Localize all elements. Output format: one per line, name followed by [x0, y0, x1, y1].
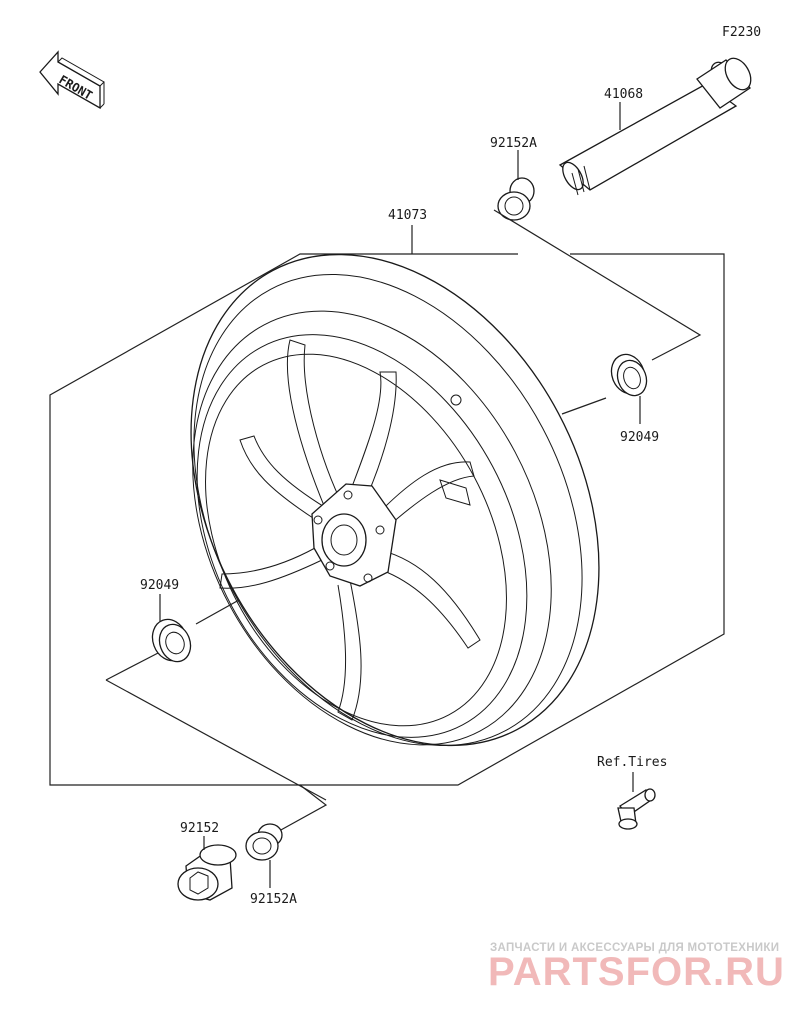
seal-right-part[interactable]: [606, 350, 651, 400]
collar-bottom-number: 92152A: [250, 892, 297, 907]
front-arrow-icon: FRONT: [39, 50, 105, 110]
seal-left-part[interactable]: [147, 614, 196, 666]
watermark-tagline: ЗАПЧАСТИ И АКСЕССУАРЫ ДЛЯ МОТОТЕХНИКИ: [490, 942, 779, 954]
axle-number: 41068: [604, 87, 643, 102]
collar-bottom-part[interactable]: [245, 823, 283, 861]
axle-part[interactable]: [558, 54, 756, 196]
collar-long-number: 92152: [180, 821, 219, 836]
watermark-brand: PARTSFOR.RU: [488, 950, 785, 994]
ref-tires-label: Ref.Tires: [597, 755, 667, 770]
collar-top-part[interactable]: [497, 177, 535, 221]
diagram-code: F2230: [722, 25, 761, 40]
wheel-part[interactable]: [110, 184, 681, 817]
collar-top-number: 92152A: [490, 136, 537, 151]
valve-part[interactable]: [617, 788, 656, 830]
seal-left-number: 92049: [140, 578, 179, 593]
collar-long-part[interactable]: [177, 844, 237, 901]
seal-right-number: 92049: [620, 430, 659, 445]
wheel-number: 41073: [388, 208, 427, 223]
